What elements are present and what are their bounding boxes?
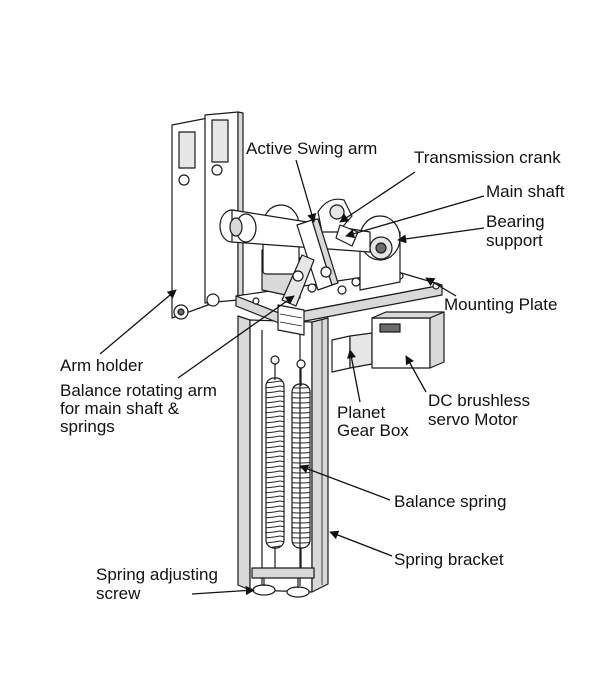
label-mounting-plate: Mounting Plate [444,295,558,314]
leader-balance-arm [177,295,295,379]
label-bearing-support-line1: Bearing [486,212,545,231]
leader-spring-screw [191,585,255,596]
label-spring-screw-line2: screw [96,584,141,603]
label-balance-arm-line2: for main shaft & [60,399,180,418]
label-spring-bracket: Spring bracket [394,550,504,569]
label-spring-screw-line1: Spring adjusting [96,565,218,584]
label-arm-holder: Arm holder [60,356,144,375]
label-balance-arm-line1: Balance rotating arm [60,381,217,400]
leader-bearing-support [397,227,485,244]
leader-main-shaft [345,195,485,239]
arm-holder-part [171,111,244,320]
label-dc-motor-line1: DC brushless [428,391,531,410]
label-planet-gear-box-line2: Gear Box [337,421,409,440]
leader-active-swing-arm [295,159,317,223]
spring-adjusting-screw-part [251,567,315,598]
active-swing-arm-part [296,218,339,291]
leader-planet-gear-box [347,349,361,403]
leader-dc-motor [405,355,427,393]
label-transmission-crank: Transmission crank [414,148,561,167]
label-dc-motor-line2: servo Motor [428,410,518,429]
label-active-swing-arm: Active Swing arm [246,139,378,158]
gearbox-motor-part [331,311,445,373]
leader-spring-bracket [329,530,393,557]
label-bearing-support-line2: support [486,231,543,250]
label-main-shaft: Main shaft [486,182,565,201]
leader-arm-holder [99,289,177,355]
leader-mounting-plate [425,277,457,297]
leader-balance-spring [299,464,391,501]
label-balance-spring: Balance spring [394,492,507,511]
leader-transmission-crank [339,171,416,223]
label-balance-arm-line3: springs [60,417,115,436]
label-planet-gear-box-line1: Planet [337,403,386,422]
